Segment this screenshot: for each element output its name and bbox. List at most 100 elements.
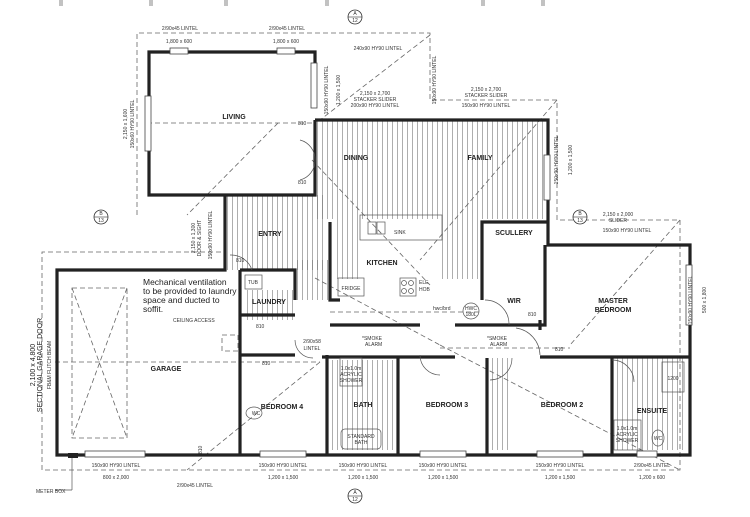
garage-door-size: 2,100 x 4,800 (30, 344, 37, 387)
plan-label: 240x90 HY90 LINTEL (354, 46, 403, 52)
plan-label: WC (654, 436, 663, 442)
room-living: LIVING (222, 114, 246, 121)
plan-label: space and ducted to (143, 295, 220, 305)
fixture-labels: SINK FRIDGE ELE HOB hwc/brd HWC 180L TUB… (36, 230, 679, 495)
plan-label: Mechanical ventilation (143, 277, 227, 287)
plan-label: 810 (298, 121, 307, 127)
plan-label: 2/90x45 LINTEL (177, 483, 213, 489)
hob-icon (399, 277, 417, 297)
plan-label: 810 (236, 258, 245, 264)
section-marker-a-bottom[interactable]: A 12 (347, 488, 363, 504)
plan-label: 810 (555, 347, 564, 353)
room-bedroom-4: BEDROOM 4 (261, 404, 304, 411)
plan-label: to be provided to laundry (143, 286, 237, 296)
room-master-bedroom: MASTER (598, 298, 628, 305)
room-family: FAMILY (467, 155, 492, 162)
plan-label: 810 (256, 324, 265, 330)
room-wir: WIR (507, 298, 521, 305)
section-marker-a-top[interactable]: A 12 (347, 9, 363, 25)
plan-label: 180L (465, 312, 476, 318)
plan-label: A (353, 11, 357, 17)
plan-label: 150x90 HY90 LINTEL (339, 463, 388, 469)
plan-label: 150x90 HY90 LINTEL (259, 463, 308, 469)
plan-label: 2/90x45 LINTEL (269, 26, 305, 32)
plan-label: BEDROOM (595, 307, 632, 314)
ensuite-wc-icon (651, 429, 665, 447)
plan-label: 150x90 HY90 LINTEL (536, 463, 585, 469)
shower-icon (339, 357, 363, 387)
plan-label: 13 (98, 218, 104, 224)
plan-label: 2,150 x 2,000 (603, 212, 634, 218)
plan-label: 2,150 x 1,600 (123, 109, 129, 140)
plan-label: STACKER SLIDER (354, 97, 397, 103)
room-dining: DINING (344, 155, 369, 162)
plan-label: 1,800 x 600 (273, 39, 299, 45)
plan-label: 1,200 x 1,500 (268, 475, 299, 481)
plan-label: 2,150 x 2,700 (471, 87, 502, 93)
plan-label: SHOWER (616, 438, 639, 444)
plan-label: ALARM (365, 342, 382, 348)
plan-label: 150x90 HY90 LINTEL (324, 65, 330, 114)
plan-label: A (353, 490, 357, 496)
hot-water-cylinder-icon (462, 302, 480, 320)
plan-label: STANDARD (347, 434, 375, 440)
plan-label: 1,200 x 1,500 (545, 475, 576, 481)
room-kitchen: KITCHEN (366, 260, 397, 267)
plan-label: ALARM (490, 342, 507, 348)
plan-label: 2/90x45 LINTEL (162, 26, 198, 32)
room-bedroom-3: BEDROOM 3 (426, 402, 469, 409)
plan-label: 150x90 HY90 LINTEL (208, 210, 214, 259)
room-garage: GARAGE (151, 366, 182, 373)
room-laundry: LAUNDRY (252, 299, 286, 306)
fridge-icon (337, 277, 365, 297)
doors[interactable] (229, 139, 635, 383)
plan-label: HOB (419, 287, 431, 293)
plan-label: 150x90 HY90 LINTEL (92, 463, 141, 469)
section-marker-b-right[interactable]: B 13 (572, 209, 588, 225)
plan-label: *SMOKE (487, 336, 508, 342)
plan-label: 150x60 HY90 LINTEL (130, 99, 136, 148)
plan-label: ACRYLIC (616, 432, 638, 438)
kitchen-island (359, 214, 443, 241)
plan-label: 1,200 x 600 (639, 475, 665, 481)
plan-label: BATH (355, 440, 368, 446)
garage-door-type: SECTIONAL GARAGE DOOR (37, 318, 44, 412)
windows[interactable] (84, 47, 693, 458)
plan-label: 1,200 x 1,500 (568, 145, 574, 176)
plan-label: 1,200 x 1,500 (348, 475, 379, 481)
plan-label: hwc/brd (433, 306, 451, 312)
room-bath: BATH (354, 402, 373, 409)
plan-label: SINK (394, 230, 406, 236)
plan-label: 800 x 2,000 (103, 475, 129, 481)
section-marker-b-left[interactable]: B 13 (93, 209, 109, 225)
plan-label: 200x90 HY90 LINTEL (351, 103, 400, 109)
plan-label: 1.0x1.0m (617, 426, 638, 432)
plan-label: 810 (198, 445, 204, 454)
ceiling-access-hatch (221, 334, 239, 352)
fixtures (55, 214, 685, 491)
plan-label: B (99, 211, 103, 217)
plan-label: 500 x 1,800 (702, 287, 708, 313)
plan-label: 810 (528, 312, 537, 318)
plan-label: DOOR & SIGHT (197, 220, 203, 256)
plan-label: LINTEL (304, 346, 321, 352)
grid-ticks (59, 0, 545, 6)
room-labels: LIVING DINING FAMILY ENTRY KITCHEN SCULL… (151, 114, 668, 415)
plan-label: 1.0x1.0m (341, 366, 362, 372)
plan-label: 1,200 x 1,500 (428, 475, 459, 481)
wc-icon (245, 406, 263, 420)
plan-label: soffit. (143, 304, 163, 314)
roof-outline (41, 32, 681, 471)
plan-label: METER BOX (36, 489, 66, 495)
plan-label: SHOWER (340, 378, 363, 384)
plan-label: CEILING ACCESS (173, 318, 215, 324)
plan-label: 2/90x58 (303, 339, 321, 345)
plan-label: 150x90 HY90 LINTEL (603, 228, 652, 234)
room-bedroom-2: BEDROOM 2 (541, 402, 584, 409)
plan-label: 150x90 HY90 LINTEL (432, 55, 438, 104)
plan-label: 1,800 x 600 (166, 39, 192, 45)
ventilation-note: Mechanical ventilation to be provided to… (143, 277, 237, 314)
plan-label: 2/90x45 LINTEL (634, 463, 670, 469)
plan-label: B (578, 211, 582, 217)
